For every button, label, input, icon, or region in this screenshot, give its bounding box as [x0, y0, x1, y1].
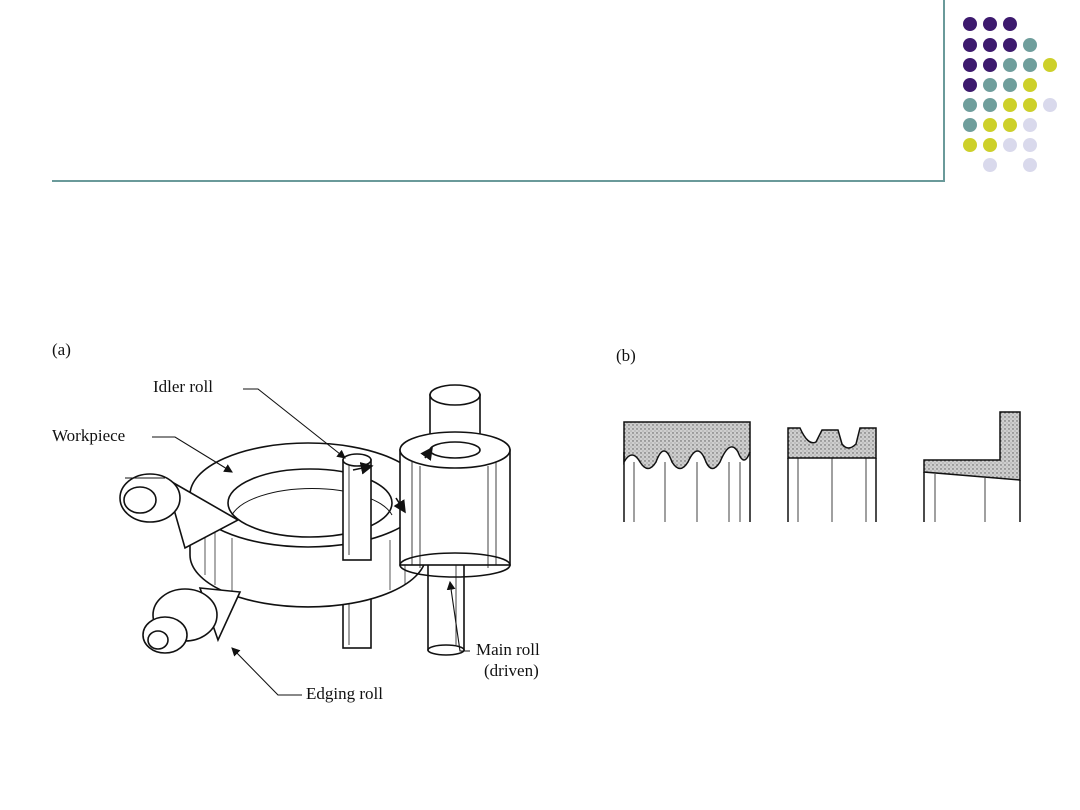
edging-roll-label: Edging roll	[306, 684, 383, 703]
dot	[983, 38, 997, 52]
dot	[1003, 78, 1017, 92]
dot	[963, 58, 977, 72]
dot	[1043, 58, 1057, 72]
panel-label-a: (a)	[52, 340, 71, 359]
decorative-dot-grid	[958, 12, 1068, 182]
dot	[983, 138, 997, 152]
dot	[963, 17, 977, 31]
dot	[963, 118, 977, 132]
dot	[1023, 118, 1037, 132]
dot	[963, 78, 977, 92]
lower-edging-roll	[142, 587, 242, 654]
dot	[1003, 118, 1017, 132]
profile-grooved	[623, 421, 751, 522]
profile-double-flange	[787, 427, 877, 522]
dot	[1023, 158, 1037, 172]
dot	[1003, 138, 1017, 152]
dot	[983, 98, 997, 112]
dot	[983, 78, 997, 92]
dot	[1023, 138, 1037, 152]
dot	[963, 98, 977, 112]
profile-l-section	[923, 411, 1021, 522]
title-divider-line	[52, 180, 945, 182]
dot	[1003, 38, 1017, 52]
upper-edging-roll	[119, 473, 240, 550]
panel-label-b: (b)	[616, 346, 636, 365]
main-roll-label: Main roll	[476, 640, 540, 659]
dot	[1023, 78, 1037, 92]
idler-roll-label: Idler roll	[153, 377, 213, 396]
dot	[1043, 98, 1057, 112]
dot	[1003, 98, 1017, 112]
main-roll-driven-label: (driven)	[484, 661, 539, 680]
dot	[1003, 17, 1017, 31]
dot	[1023, 38, 1037, 52]
dot	[1003, 58, 1017, 72]
dot	[963, 38, 977, 52]
dot	[1023, 98, 1037, 112]
main-roll-shape	[399, 384, 511, 578]
ring-rolling-diagram	[119, 384, 511, 696]
workpiece-label: Workpiece	[52, 426, 126, 445]
dot	[983, 17, 997, 31]
ring-profiles-diagram	[623, 411, 1021, 522]
title-vertical-line	[943, 0, 945, 182]
dot	[963, 138, 977, 152]
idler-roll-upper	[342, 453, 372, 561]
dot	[983, 158, 997, 172]
dot	[1023, 58, 1037, 72]
dot	[983, 58, 997, 72]
dot	[983, 118, 997, 132]
